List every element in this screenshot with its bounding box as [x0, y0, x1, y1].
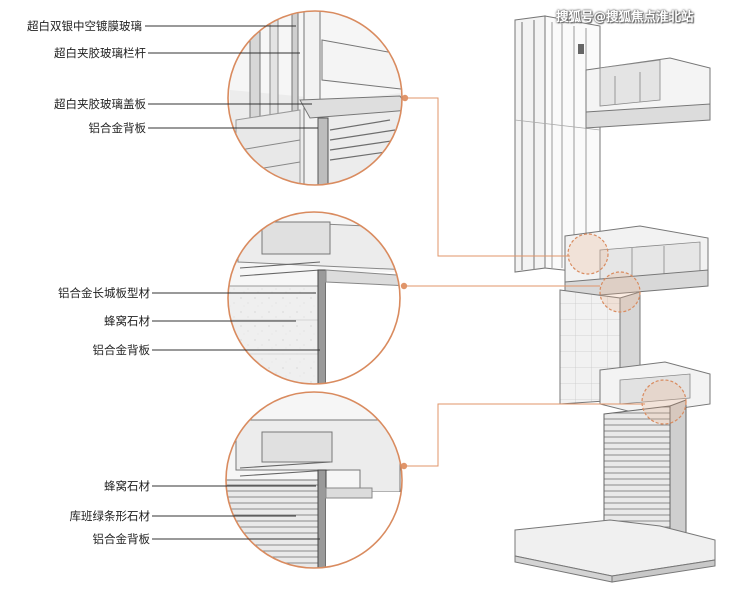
- detail-circle-middle: [227, 211, 401, 385]
- label-aluminum-back-plate-bottom: 铝合金背板: [92, 532, 151, 546]
- highlight-circle-middle: [599, 271, 641, 313]
- label-aluminum-profile: 铝合金长城板型材: [58, 286, 150, 300]
- highlight-circle-bottom: [641, 379, 687, 425]
- building-axonometric: [514, 15, 716, 583]
- label-honeycomb-stone-bottom: 蜂窝石材: [104, 479, 150, 493]
- label-glass-cover-plate: 超白夹胶玻璃盖板: [54, 97, 146, 111]
- label-glass-railing: 超白夹胶玻璃栏杆: [54, 46, 146, 60]
- label-aluminum-back-plate-middle: 铝合金背板: [92, 343, 151, 357]
- base-plinth: [514, 519, 716, 583]
- leader-line-top: [405, 97, 570, 257]
- detail-circle-bottom: [225, 391, 403, 569]
- highlight-circle-top: [567, 233, 609, 275]
- label-green-strip-stone: 库班绿条形石材: [69, 509, 151, 523]
- leader-line-bottom: [404, 403, 645, 467]
- label-honeycomb-stone-middle: 蜂窝石材: [104, 314, 150, 328]
- label-aluminum-back-plate-top: 铝合金背板: [88, 121, 147, 135]
- label-insulated-glass: 超白双银中空镀膜玻璃: [27, 19, 142, 33]
- leader-lines: [400, 94, 645, 470]
- middle-floor-slab: [564, 225, 709, 299]
- detail-circle-top: [227, 10, 403, 186]
- label-pointer-lines: [145, 25, 320, 540]
- upper-floor-slab: [585, 57, 711, 129]
- watermark-text: 搜狐号@搜狐焦点淮北站: [556, 9, 694, 24]
